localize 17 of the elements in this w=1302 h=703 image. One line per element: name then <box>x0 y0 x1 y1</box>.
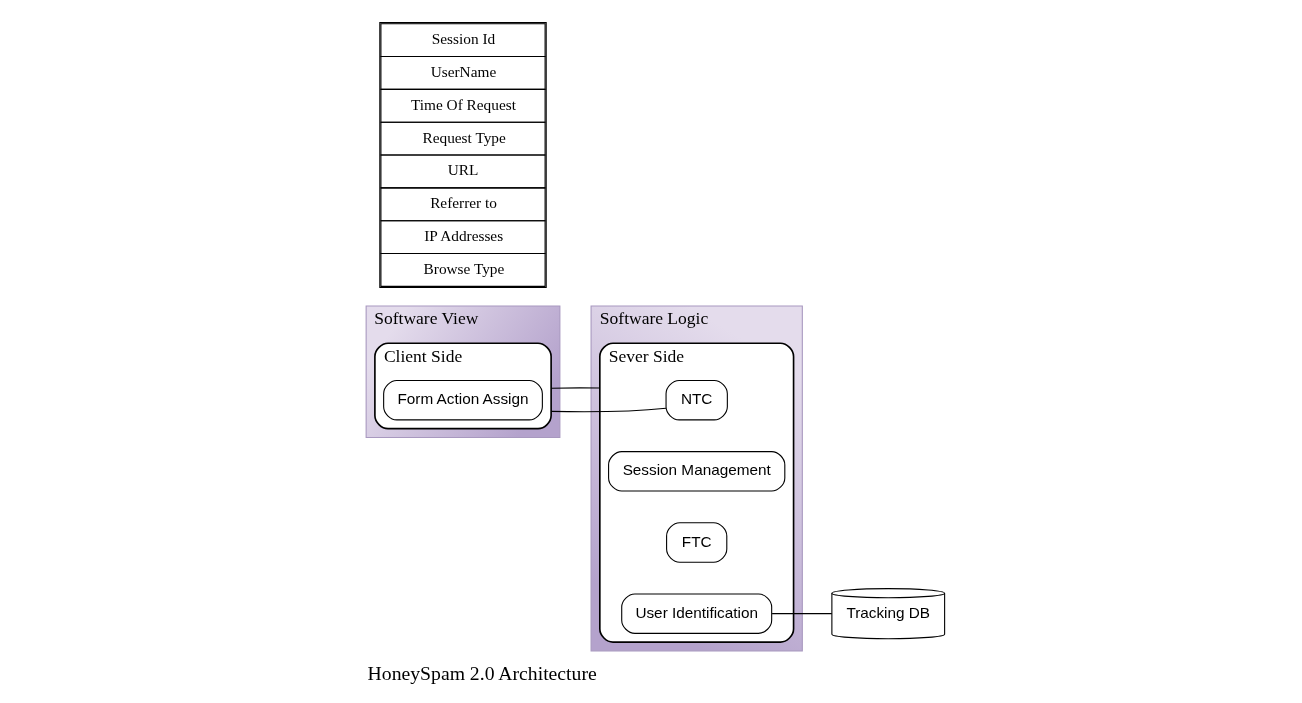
label: Referrer to <box>430 194 497 212</box>
label: Session Id <box>431 30 496 48</box>
label: URL <box>447 161 479 179</box>
caption: HoneySpam 2.0 Architecture <box>367 661 597 684</box>
label: Request Type <box>422 128 506 146</box>
connector <box>550 387 601 389</box>
label: UserName <box>430 62 497 80</box>
label: Time Of Request <box>411 95 516 113</box>
connector <box>771 613 833 615</box>
label: IP Addresses <box>424 227 504 245</box>
node-box: Session Management <box>608 451 786 492</box>
label: Browse Type <box>423 260 505 277</box>
connector <box>550 407 667 413</box>
node-box: User Identification <box>621 593 773 634</box>
node-box: FTC <box>666 522 728 563</box>
node-box: Form Action Assign <box>383 379 543 421</box>
node-box: NTC <box>665 379 728 421</box>
